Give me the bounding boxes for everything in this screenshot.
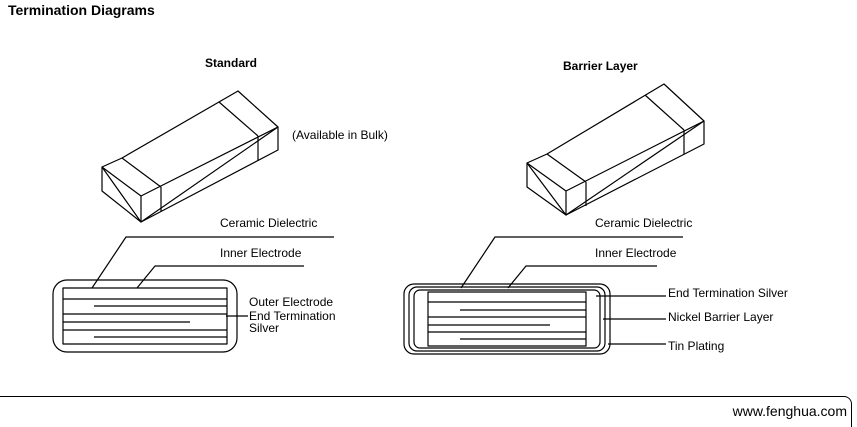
standard-heading: Standard (205, 56, 258, 70)
standard-ceramic-dielectric-label: Ceramic Dielectric (220, 216, 318, 230)
barrier-inner-electrode-label: Inner Electrode (595, 246, 677, 260)
nickel-barrier-layer-label: Nickel Barrier Layer (668, 310, 774, 324)
outer-electrode-label: Outer Electrode (249, 295, 334, 309)
standard-cross-section (52, 279, 238, 353)
available-in-bulk-note: (Available in Bulk) (292, 128, 388, 142)
barrier-chip-3d (526, 83, 705, 216)
barrier-ceramic-dielectric-label: Ceramic Dielectric (595, 216, 693, 230)
standard-leaders (91, 236, 334, 317)
footer-divider (0, 396, 852, 427)
end-termination-silver-label: End Termination Silver (668, 286, 788, 300)
barrier-leaders (460, 236, 683, 345)
footer-website: www.fenghua.com (732, 403, 847, 419)
standard-inner-electrode-label: Inner Electrode (220, 246, 302, 260)
tin-plating-label: Tin Plating (668, 339, 725, 353)
page-title: Termination Diagrams (8, 2, 155, 18)
standard-chip-3d (101, 90, 279, 223)
barrier-heading: Barrier Layer (563, 59, 638, 73)
barrier-cross-section (403, 283, 611, 355)
end-termination-label: End Termination (249, 309, 336, 323)
silver-label: Silver (249, 321, 280, 335)
